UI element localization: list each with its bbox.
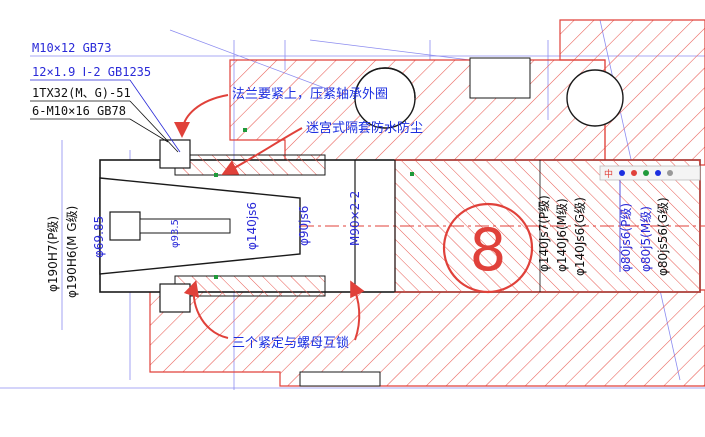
dim-label: φ80js56(G级) [656,197,670,276]
labyrinth-note: 迷宫式隔套防水防尘 [306,120,423,136]
upper-housing [229,19,705,166]
dim-label: M90×2-2 [348,191,362,246]
ime-dot-icon [619,170,625,176]
flange-note: 法兰要紧上，压紧轴承外圈 [232,87,388,102]
dim-label: φ140Js7(P级) [537,195,551,272]
part-list-item: 6-M10×16 GB78 [32,104,126,118]
part-list: M10×12 GB73 12×1.9 Ⅰ-2 GB1235 1TX32(M、G)… [30,41,181,153]
ime-toolbar[interactable]: 中 [599,165,701,181]
left-dimensions: φ190H7(P级) φ190H6(M G级) φ69.85 φ93.5 φ14… [46,191,362,298]
spindle-shaft [99,139,705,313]
center-marks [214,128,414,279]
part-list-item: 12×1.9 Ⅰ-2 GB1235 [32,65,151,79]
dim-label: φ69.85 [92,216,106,258]
dim-label: φ190H6(M G级) [65,206,79,298]
dim-label: φ140Js6(G级) [573,197,587,276]
ime-dot-icon [667,170,673,176]
ime-dot-icon [655,170,661,176]
dim-label: φ140J6(M级) [555,198,569,272]
dim-label: φ190H7(P级) [46,216,60,292]
dim-label: φ90js6 [297,206,311,246]
dim-label: φ80j5(M级) [639,206,653,272]
annotations: 法兰要紧上，压紧轴承外圈 迷宫式隔套防水防尘 三个紧定与螺母互锁 8 [174,87,534,351]
nut-note: 三个紧定与螺母互锁 [232,335,349,351]
ime-dot-icon [643,170,649,176]
circled-number: 8 [470,216,507,284]
right-dimensions: φ140Js7(P级) φ140J6(M级) φ140Js6(G级) φ80js… [537,160,670,292]
dim-label: φ140js6 [245,202,259,250]
ime-toolbar-label: 中 [604,168,613,180]
dim-label: φ93.5 [170,219,181,248]
circled-number-ring [442,202,534,294]
dim-label: φ80js6(P级) [619,203,633,272]
ime-dot-icon [631,170,637,176]
part-list-item: 1TX32(M、G)-51 [32,86,131,100]
part-list-item: M10×12 GB73 [32,41,111,55]
lower-housing [149,289,705,387]
